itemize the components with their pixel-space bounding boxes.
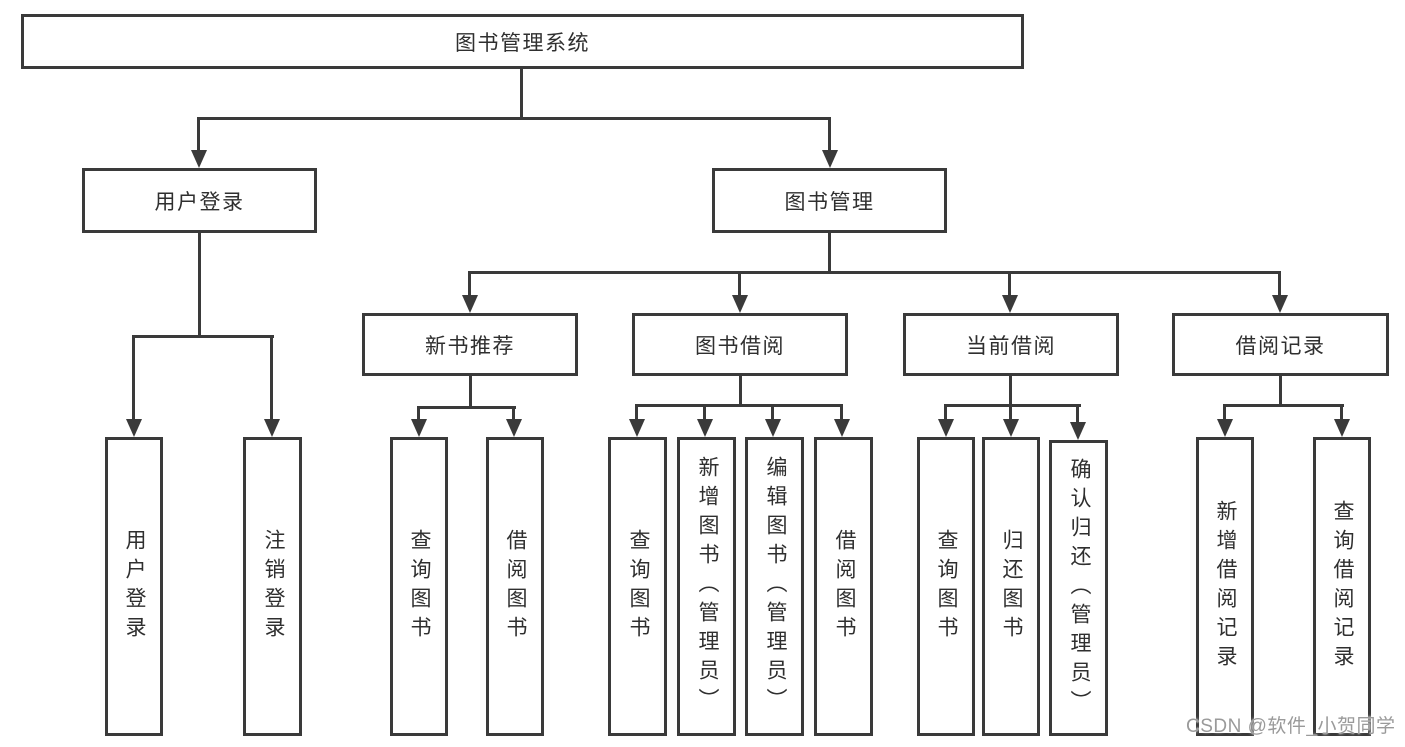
node-recommend-borrow-books: 借阅图书: [486, 437, 544, 736]
arrow-to-current-confirm: [1070, 404, 1086, 440]
node-book-management: 图书管理: [712, 168, 947, 233]
arrow-to-user-login-leaf: [126, 335, 142, 437]
arrow-to-recommend-query: [411, 406, 427, 437]
node-library-management-system: 图书管理系统: [21, 14, 1024, 69]
connector-recommend-hbar: [418, 406, 516, 409]
arrow-to-current-borrowing: [1002, 271, 1018, 313]
connector-book-mgmt-stem: [828, 233, 831, 274]
node-current-confirm-return-admin: 确认归还（管理员）: [1049, 440, 1108, 736]
arrow-to-recommend-borrow: [506, 406, 522, 437]
node-borrowing-query-books: 查询图书: [608, 437, 667, 736]
node-current-return-books: 归还图书: [982, 437, 1040, 736]
connector-root-hbar: [198, 117, 831, 120]
connector-book-mgmt-hbar: [469, 271, 1281, 274]
node-current-query-books: 查询图书: [917, 437, 975, 736]
node-book-borrowing: 图书借阅: [632, 313, 848, 376]
arrow-to-new-book-recommendation: [462, 271, 478, 313]
node-user-login-group: 用户登录: [82, 168, 317, 233]
arrow-to-user-login-group: [191, 117, 207, 168]
connector-recommend-stem: [469, 376, 472, 409]
node-recommend-query-books: 查询图书: [390, 437, 448, 736]
arrow-to-borrowing-edit: [765, 404, 781, 437]
node-borrowing-add-books-admin: 新增图书（管理员）: [677, 437, 736, 736]
connector-user-login-stem: [198, 233, 201, 338]
node-logout: 注销登录: [243, 437, 302, 736]
watermark-text: CSDN @软件_小贺同学: [1186, 716, 1396, 737]
connector-records-stem: [1279, 376, 1282, 407]
arrow-to-borrowing-records: [1272, 271, 1288, 313]
arrow-to-borrowing-query: [629, 404, 645, 437]
node-new-book-recommendation: 新书推荐: [362, 313, 578, 376]
connector-current-hbar: [945, 404, 1081, 407]
node-records-query-borrow-record: 查询借阅记录: [1313, 437, 1371, 736]
arrow-to-borrowing-borrow: [834, 404, 850, 437]
arrow-to-logout-leaf: [264, 335, 280, 437]
connector-borrowing-hbar: [636, 404, 843, 407]
node-user-login: 用户登录: [105, 437, 163, 736]
node-borrowing-edit-books-admin: 编辑图书（管理员）: [745, 437, 804, 736]
arrow-to-borrowing-add: [697, 404, 713, 437]
connector-records-hbar: [1224, 404, 1344, 407]
connector-user-login-hbar: [133, 335, 274, 338]
connector-root-stem: [520, 68, 523, 120]
arrow-to-current-query: [938, 404, 954, 437]
node-borrowing-records: 借阅记录: [1172, 313, 1389, 376]
arrow-to-records-add: [1217, 404, 1233, 437]
node-current-borrowing: 当前借阅: [903, 313, 1119, 376]
node-records-add-borrow-record: 新增借阅记录: [1196, 437, 1254, 736]
connector-current-stem: [1009, 376, 1012, 407]
node-borrowing-borrow-books: 借阅图书: [814, 437, 873, 736]
arrow-to-book-borrowing: [732, 271, 748, 313]
arrow-to-records-query: [1334, 404, 1350, 437]
arrow-to-current-return: [1003, 404, 1019, 437]
connector-borrowing-stem: [739, 376, 742, 407]
arrow-to-book-management: [822, 117, 838, 168]
